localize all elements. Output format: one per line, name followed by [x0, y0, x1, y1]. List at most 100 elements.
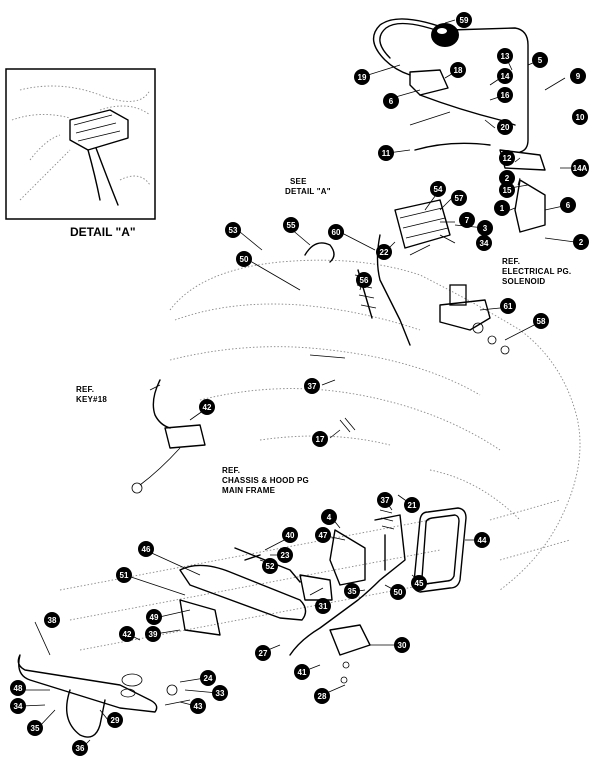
callout-number: 50: [240, 255, 249, 264]
callout-number: 49: [150, 613, 159, 622]
ref-chassis-line2: CHASSIS & HOOD PG: [222, 476, 309, 485]
callout-47: 47: [315, 527, 331, 543]
callout-number: 5: [538, 56, 543, 65]
callout-circle: [199, 399, 215, 415]
ref-chassis-line1: REF.: [222, 466, 240, 475]
callout-circle: [314, 688, 330, 704]
callout-49: 49: [146, 609, 162, 625]
callout-number: 56: [360, 276, 369, 285]
callout-number: 34: [480, 239, 489, 248]
callout-36: 36: [72, 740, 88, 756]
see-detail-a: SEE DETAIL "A": [285, 177, 331, 196]
callout-number: 45: [415, 579, 424, 588]
callout-14: 14: [497, 68, 513, 84]
callout-number: 51: [120, 571, 129, 580]
callout-circle: [533, 313, 549, 329]
ref-electrical-line2: ELECTRICAL PG.: [502, 267, 571, 276]
callout-48: 48: [10, 680, 26, 696]
callout-circle: [376, 244, 392, 260]
callout-circle: [450, 62, 466, 78]
callout-number: 12: [503, 154, 512, 163]
callout-circle: [532, 52, 548, 68]
callout-circle: [390, 584, 406, 600]
callout-circle: [356, 272, 372, 288]
callout-12: 12: [499, 150, 515, 166]
callout-number: 2: [579, 238, 584, 247]
callout-21: 21: [404, 497, 420, 513]
callout-46: 46: [138, 541, 154, 557]
callout-57: 57: [451, 190, 467, 206]
callout-number: 20: [501, 123, 510, 132]
callout-number: 19: [358, 73, 367, 82]
callout-number: 55: [287, 221, 296, 230]
callout-circle: [497, 68, 513, 84]
callout-number: 39: [149, 630, 158, 639]
callout-number: 47: [319, 531, 328, 540]
callout-23: 23: [277, 547, 293, 563]
callout-circle: [494, 200, 510, 216]
callout-circle: [571, 159, 589, 177]
callout-circle: [27, 720, 43, 736]
callout-circle: [107, 712, 123, 728]
callout-22: 22: [376, 244, 392, 260]
callout-31: 31: [315, 598, 331, 614]
callout-50: 50: [390, 584, 406, 600]
callout-number: 33: [216, 689, 225, 698]
callout-circle: [344, 583, 360, 599]
callout-number: 30: [398, 641, 407, 650]
callout-circle: [116, 567, 132, 583]
callout-20: 20: [497, 119, 513, 135]
callout-circle: [225, 222, 241, 238]
callout-34: 34: [476, 235, 492, 251]
callout-16: 16: [497, 87, 513, 103]
callout-circle: [573, 234, 589, 250]
callout-number: 28: [318, 692, 327, 701]
callout-circle: [321, 509, 337, 525]
see-detail-line2: DETAIL "A": [285, 187, 331, 196]
callout-circle: [394, 637, 410, 653]
callout-37: 37: [304, 378, 320, 394]
callout-number: 44: [478, 536, 487, 545]
callout-number: 13: [501, 52, 510, 61]
callout-number: 15: [503, 186, 512, 195]
callout-circle: [262, 558, 278, 574]
callout-10: 10: [572, 109, 588, 125]
callout-number: 58: [537, 317, 546, 326]
callout-55: 55: [283, 217, 299, 233]
callout-2: 2: [499, 170, 515, 186]
callout-circle: [255, 645, 271, 661]
callout-number: 57: [455, 194, 464, 203]
callout-number: 34: [14, 702, 23, 711]
callout-number: 35: [31, 724, 40, 733]
callout-19: 19: [354, 69, 370, 85]
detail-a-inset: [5, 68, 156, 220]
callout-number: 24: [204, 674, 213, 683]
callout-14A: 14A: [571, 159, 589, 177]
callout-58: 58: [533, 313, 549, 329]
callout-number: 42: [123, 630, 132, 639]
callout-number: 38: [48, 616, 57, 625]
callout-9: 9: [570, 68, 586, 84]
callout-45: 45: [411, 575, 427, 591]
detail-a-label: DETAIL "A": [70, 225, 136, 239]
callout-circle: [477, 220, 493, 236]
callout-38: 38: [44, 612, 60, 628]
callout-2: 2: [573, 234, 589, 250]
callout-circle: [72, 740, 88, 756]
callout-circle: [383, 93, 399, 109]
ref-electrical: REF. ELECTRICAL PG. SOLENOID: [502, 257, 571, 286]
callout-circle: [411, 575, 427, 591]
callout-circle: [315, 527, 331, 543]
callout-number: 46: [142, 545, 151, 554]
callout-number: 7: [465, 216, 470, 225]
callout-number: 36: [76, 744, 85, 753]
callout-number: 50: [394, 588, 403, 597]
callout-number: 22: [380, 248, 389, 257]
callout-30: 30: [394, 637, 410, 653]
callout-number: 60: [332, 228, 341, 237]
callout-circle: [474, 532, 490, 548]
callout-17: 17: [312, 431, 328, 447]
callout-28: 28: [314, 688, 330, 704]
